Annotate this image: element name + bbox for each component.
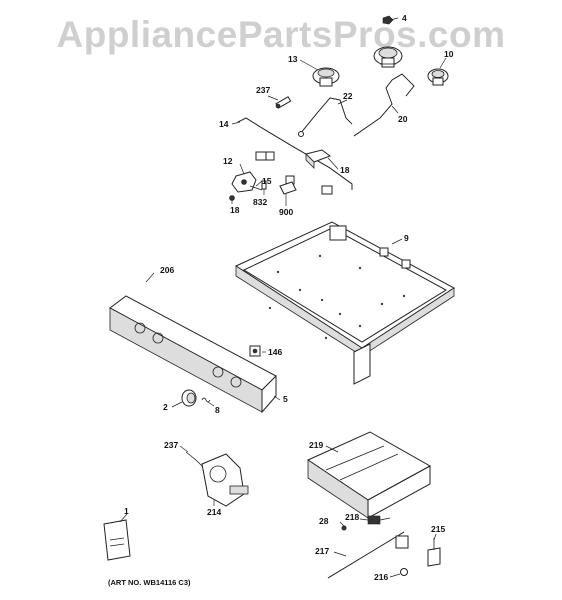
knob-spring[interactable]	[201, 397, 211, 403]
screw-18-lower[interactable]	[229, 195, 235, 201]
callout-217: 217	[315, 546, 329, 556]
callout-15: 15	[262, 176, 272, 186]
callout-216: 216	[374, 572, 388, 582]
callout-4: 4	[402, 13, 407, 23]
gas-valve[interactable]	[201, 453, 249, 507]
callout-12: 12	[223, 156, 233, 166]
igniter-electrode[interactable]	[367, 515, 391, 525]
burner-head-left[interactable]	[312, 67, 340, 87]
burner-head-right[interactable]	[427, 68, 449, 86]
cooktop-pan[interactable]	[234, 221, 455, 385]
callout-20: 20	[398, 114, 408, 124]
burner-tube-20[interactable]	[353, 73, 415, 137]
callout-214: 214	[207, 507, 221, 517]
orifice-lower[interactable]	[185, 451, 203, 467]
art-number: (ART NO. WB14116 C3)	[108, 578, 191, 587]
burner-box[interactable]	[306, 431, 432, 519]
owners-manual[interactable]	[103, 519, 131, 561]
bracket-900[interactable]	[279, 181, 297, 195]
control-knob[interactable]	[181, 389, 197, 407]
callout-237-top: 237	[256, 85, 270, 95]
burner-head-center[interactable]	[373, 46, 403, 68]
screw-28[interactable]	[341, 525, 347, 531]
callout-14: 14	[219, 119, 229, 129]
callout-9: 9	[404, 233, 409, 243]
callout-146: 146	[268, 347, 282, 357]
bracket-215[interactable]	[427, 538, 441, 567]
callout-219: 219	[309, 440, 323, 450]
igniter-switch[interactable]	[249, 345, 261, 357]
control-panel[interactable]	[109, 295, 277, 414]
callout-215: 215	[431, 524, 445, 534]
callout-832: 832	[253, 197, 267, 207]
callout-218: 218	[345, 512, 359, 522]
callout-206: 206	[160, 265, 174, 275]
callout-13: 13	[288, 54, 298, 64]
callout-8: 8	[215, 405, 220, 415]
bake-burner-tube[interactable]	[327, 531, 409, 579]
callout-18-upper: 18	[340, 165, 350, 175]
callout-900: 900	[279, 207, 293, 217]
callout-2: 2	[163, 402, 168, 412]
callout-10: 10	[444, 49, 454, 59]
manifold-pipe[interactable]	[237, 117, 353, 195]
callout-1: 1	[124, 506, 129, 516]
clip-216[interactable]	[400, 568, 408, 576]
valve-assembly-12[interactable]	[231, 171, 263, 193]
callout-237-lower: 237	[164, 440, 178, 450]
callout-18-lower: 18	[230, 205, 240, 215]
nut-part[interactable]	[382, 15, 394, 25]
callout-22: 22	[343, 91, 353, 101]
burner-tube-22[interactable]	[298, 97, 353, 137]
callout-28: 28	[319, 516, 329, 526]
orifice-top[interactable]	[275, 96, 292, 109]
callout-5: 5	[283, 394, 288, 404]
bracket-18-upper[interactable]	[305, 149, 332, 169]
